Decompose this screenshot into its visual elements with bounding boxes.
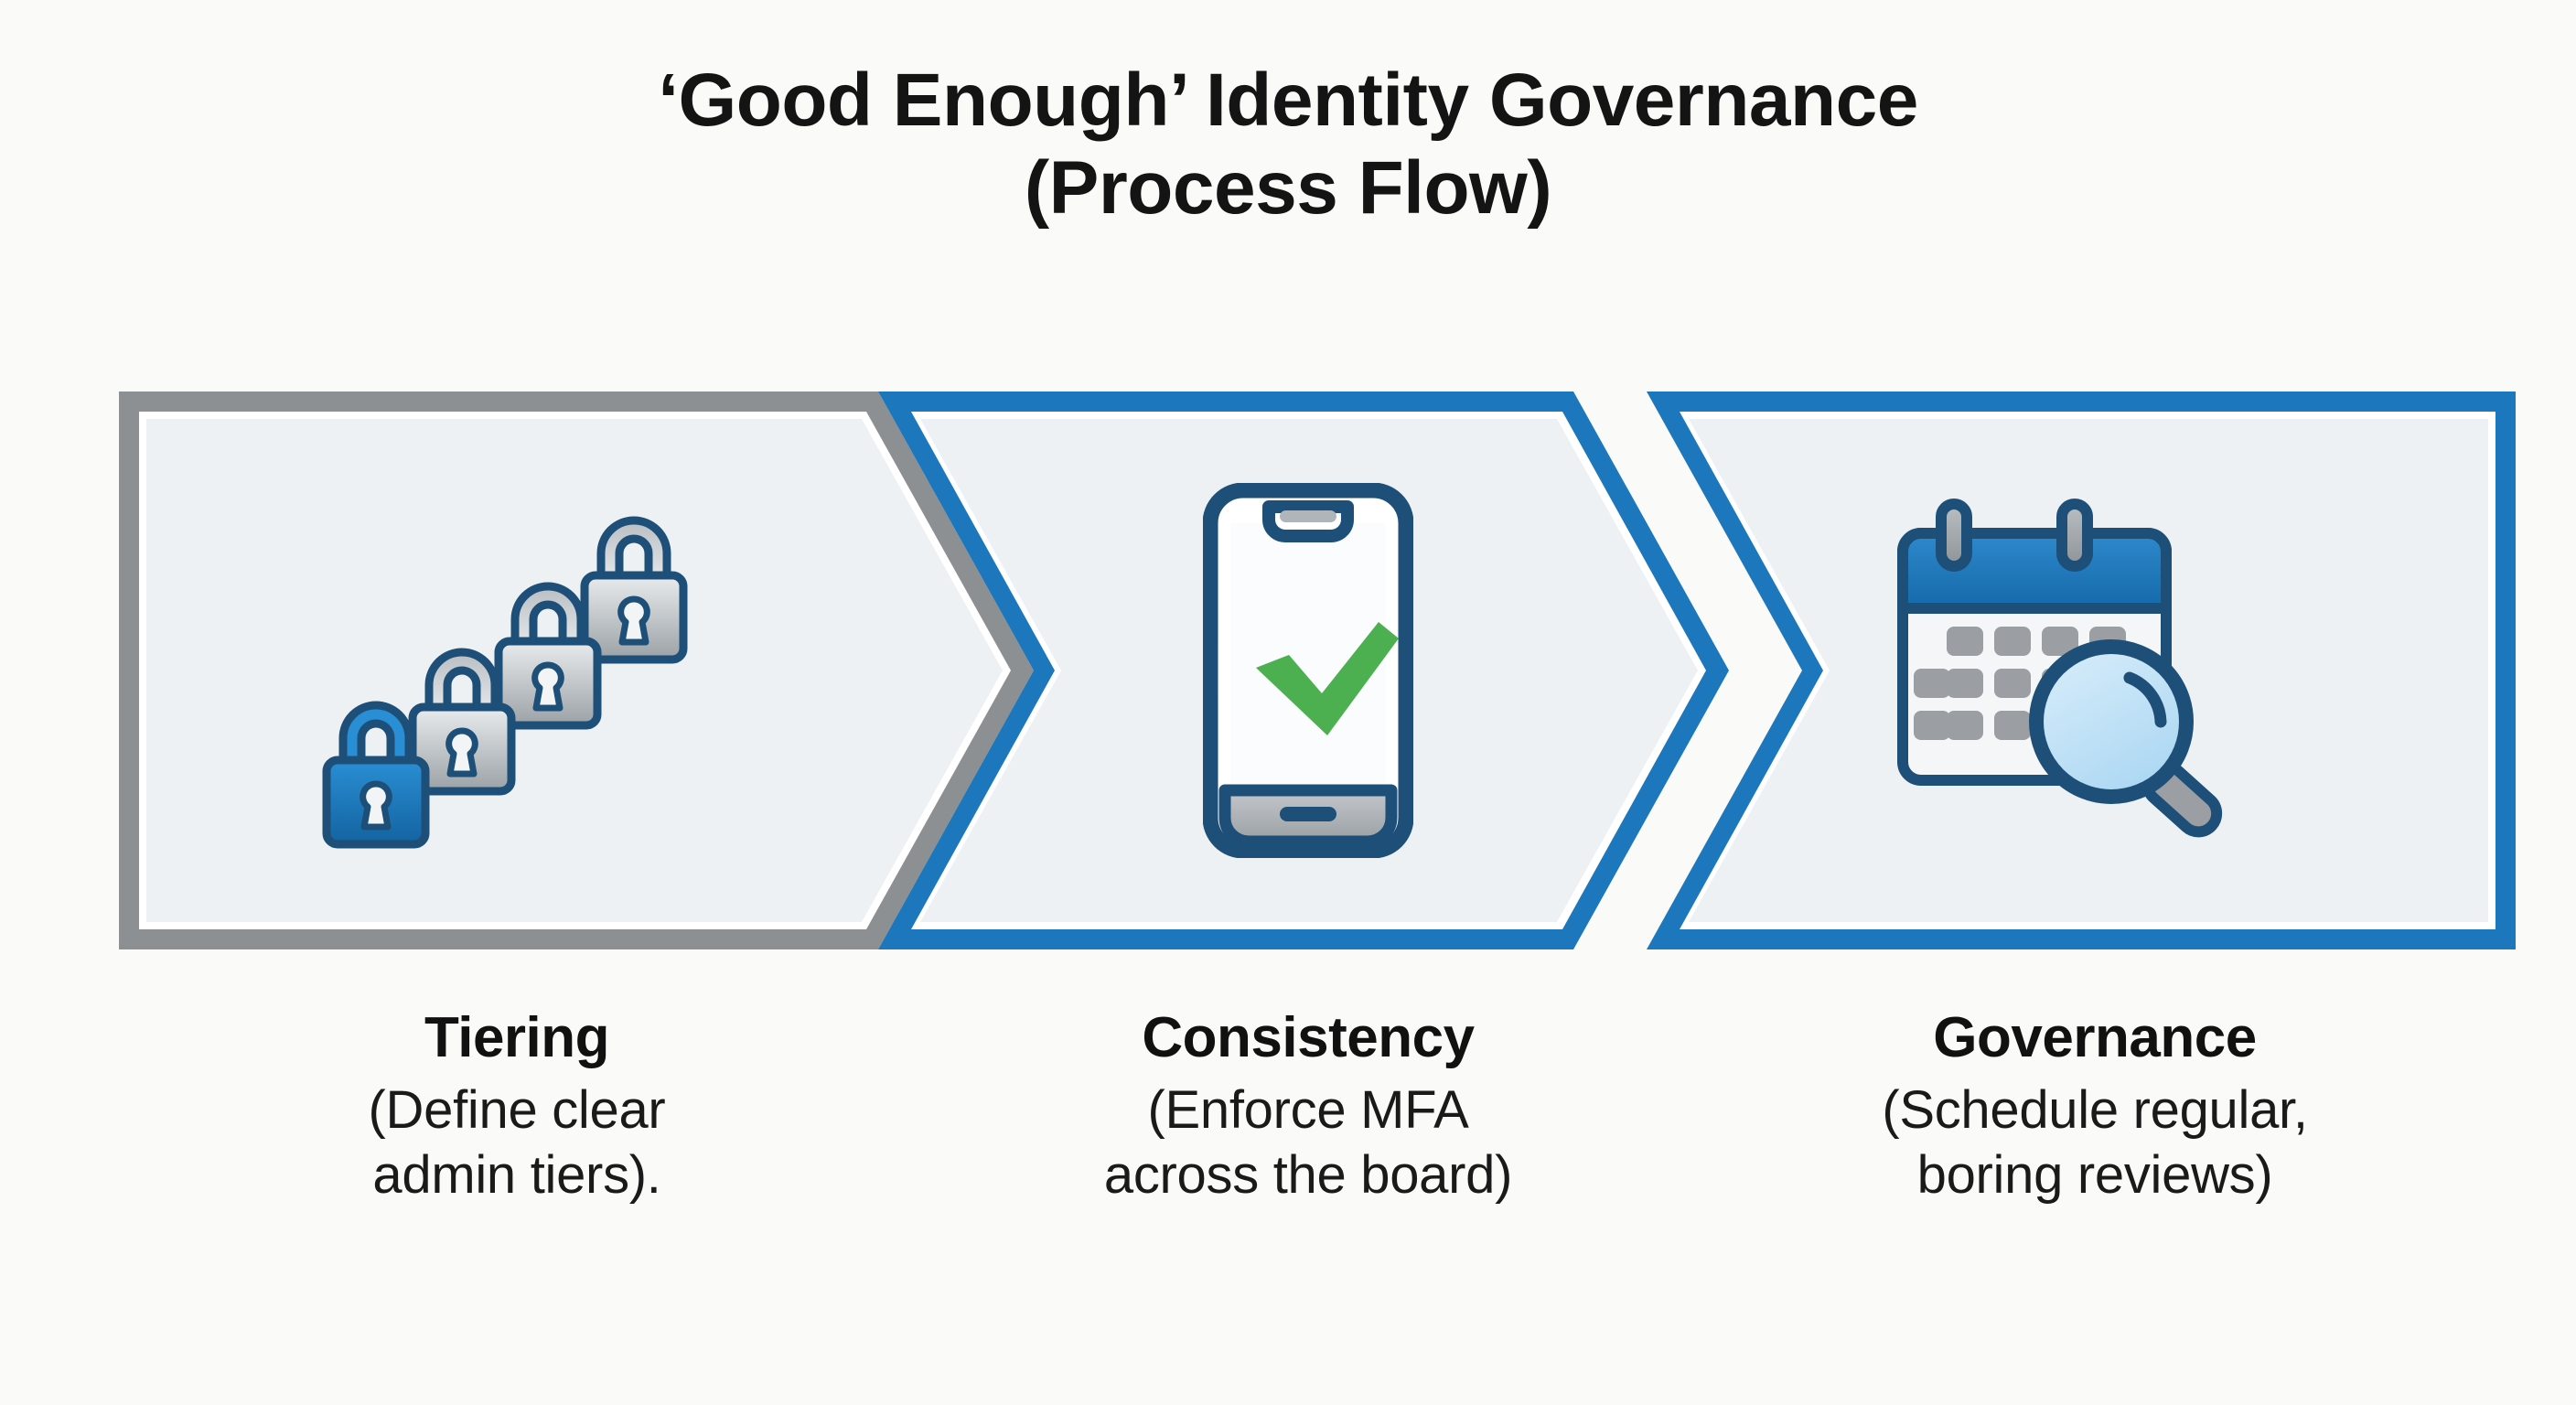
caption-subtitle-tiering: (Define clear admin tiers). — [368, 1080, 666, 1205]
title-line-2: (Process Flow) — [1024, 145, 1552, 230]
chevron-step-governance[interactable] — [1647, 391, 2516, 949]
caption-tiering: Tiering (Define clear admin tiers). — [110, 1004, 924, 1208]
caption-title-governance: Governance — [1933, 1006, 2257, 1069]
caption-subtitle-governance: (Schedule regular, boring reviews) — [1882, 1080, 2308, 1205]
title-line-1: ‘Good Enough’ Identity Governance — [658, 59, 1918, 142]
page-title: ‘Good Enough’ Identity Governance (Proce… — [0, 57, 2576, 232]
caption-title-consistency: Consistency — [1142, 1006, 1475, 1069]
caption-title-tiering: Tiering — [424, 1006, 610, 1069]
process-flow-chevrons — [0, 391, 2576, 949]
caption-governance: Governance (Schedule regular, boring rev… — [1683, 1004, 2506, 1208]
chevron-step-consistency[interactable] — [878, 391, 1729, 949]
chevron-shape-consistency — [878, 391, 1729, 949]
caption-subtitle-consistency: (Enforce MFA across the board) — [1103, 1080, 1513, 1205]
caption-consistency: Consistency (Enforce MFA across the boar… — [915, 1004, 1701, 1208]
step-captions: Tiering (Define clear admin tiers). Cons… — [0, 1004, 2576, 1352]
chevron-shape-governance — [1647, 391, 2516, 949]
